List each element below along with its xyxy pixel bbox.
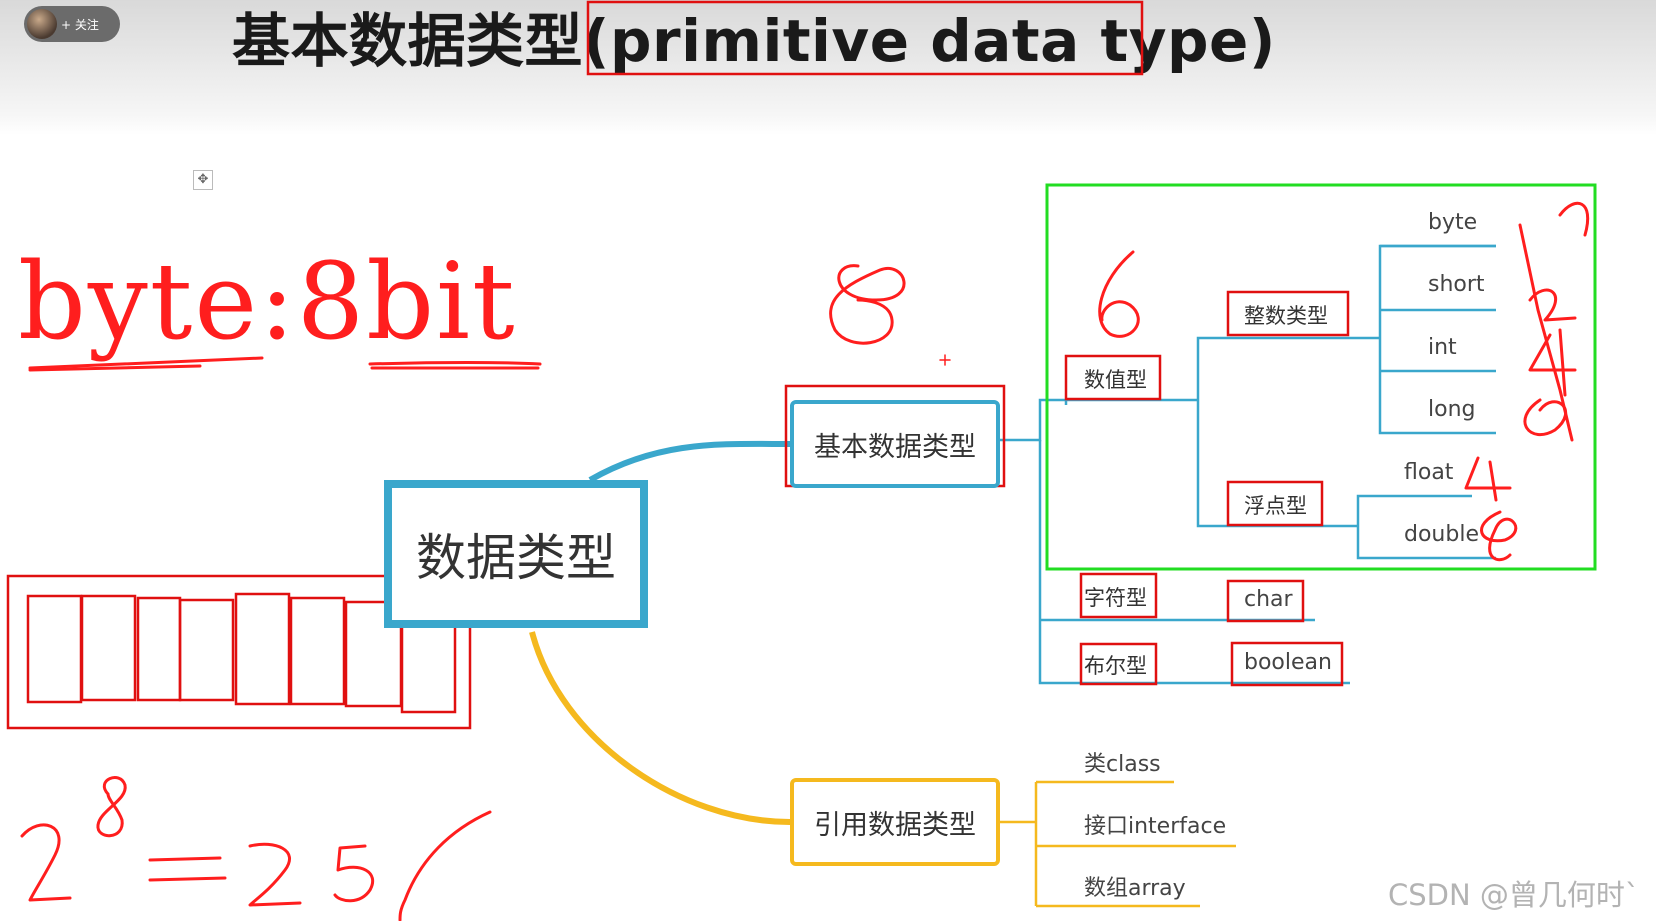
leaf-long: long [1428,397,1476,422]
leaf-short: short [1428,272,1485,297]
follow-button[interactable]: + 关注 [24,6,120,42]
leaf-float: float [1404,460,1454,485]
primitive-node[interactable]: 基本数据类型 [790,400,1000,488]
connector-root-reference [529,631,791,825]
watermark: CSDN @曾几何时` [1388,878,1640,912]
reference-branch-lines [1000,780,1236,908]
red-annotation-boxes [784,290,1350,687]
integer-node[interactable]: 整数类型 [1244,304,1328,328]
numeric-highlight-box [1045,183,1597,571]
boolean-type-node[interactable]: 布尔型 [1084,654,1147,678]
move-handle-icon[interactable]: ✥ [193,170,213,190]
handwritten-strokes [20,201,1590,921]
connector-root-primitive [588,440,791,483]
reference-node[interactable]: 引用数据类型 [790,778,1000,866]
byte-cells-diagram [6,574,472,730]
root-node[interactable]: 数据类型 [384,480,648,628]
title-highlight-box [586,0,1144,76]
page-title: 基本数据类型(primitive data type) [232,7,1276,75]
leaf-double: double [1404,522,1479,547]
leaf-array: 数组array [1084,876,1186,901]
header-bar [0,0,1656,135]
leaf-interface: 接口interface [1084,814,1227,839]
numeric-node[interactable]: 数值型 [1084,368,1147,392]
byte-size-annotation: byte:8bit [18,240,517,363]
leaf-int: int [1428,335,1457,360]
float-node[interactable]: 浮点型 [1244,494,1307,518]
leaf-class: 类class [1084,752,1161,777]
leaf-byte: byte [1428,210,1478,235]
follow-label: + 关注 [61,17,99,32]
leaf-char: char [1244,587,1293,612]
char-type-node[interactable]: 字符型 [1084,586,1147,610]
avatar [27,9,57,39]
leaf-boolean: boolean [1244,650,1332,675]
